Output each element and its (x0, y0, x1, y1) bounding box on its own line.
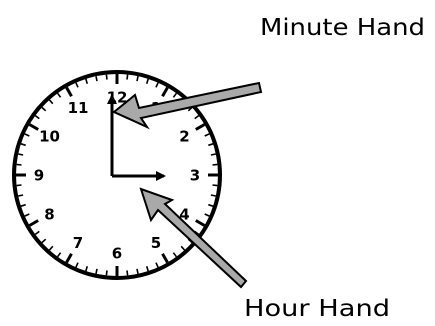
numeral-11: 11 (68, 99, 89, 117)
minute-tick (96, 269, 97, 274)
minute-tick (106, 271, 107, 276)
minute-hand-label: Minute Hand (260, 15, 425, 41)
minute-tick (213, 185, 218, 186)
hour-hand-label: Hour Hand (244, 296, 390, 322)
numeral-9: 9 (34, 167, 44, 185)
minute-tick (96, 76, 97, 81)
minute-tick (213, 164, 218, 165)
minute-tick (127, 75, 128, 80)
minute-tick (17, 185, 22, 186)
minute-tick (18, 154, 23, 155)
minute-tick (106, 75, 107, 80)
numeral-10: 10 (39, 128, 60, 146)
numeral-6: 6 (112, 245, 122, 263)
numeral-7: 7 (73, 234, 83, 252)
minute-tick (211, 154, 216, 155)
minute-tick (211, 195, 216, 196)
minute-tick (137, 76, 138, 81)
numeral-8: 8 (44, 206, 54, 224)
numeral-5: 5 (151, 234, 161, 252)
minute-tick (127, 271, 128, 276)
numeral-3: 3 (190, 167, 200, 185)
minute-tick (18, 195, 23, 196)
minute-tick (17, 164, 22, 165)
minute-tick (137, 269, 138, 274)
numeral-2: 2 (179, 128, 189, 146)
